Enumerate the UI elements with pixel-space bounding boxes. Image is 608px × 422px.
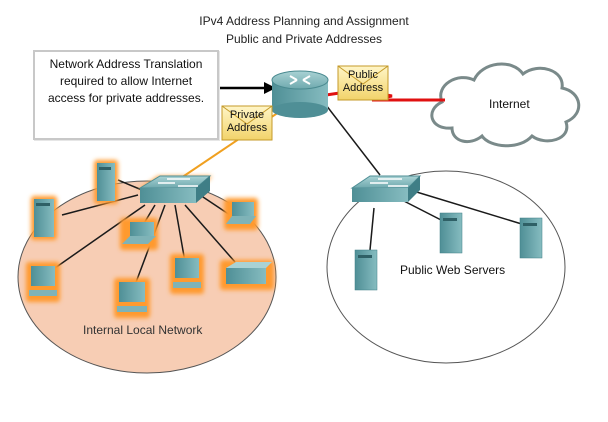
server-icon [94, 160, 118, 204]
desktop-pc-icon [114, 278, 150, 318]
laptop-icon [224, 198, 258, 230]
server-icon [354, 249, 378, 291]
internal-network-label: Internal Local Network [83, 323, 203, 337]
diagram-subtitle: Public and Private Addresses [225, 32, 383, 46]
internal-network-region [17, 180, 277, 374]
public-address-label: Public Address [338, 69, 388, 95]
desktop-pc-icon [170, 254, 204, 294]
arrow-head [264, 82, 276, 94]
public-servers-label: Public Web Servers [400, 263, 506, 277]
public-envelope-icon [337, 65, 389, 101]
desktop-pc-icon [26, 262, 60, 302]
envelope-line: Address [226, 122, 268, 134]
callout-line: required to allow Internet [59, 74, 193, 88]
callout-line: access for private addresses. [47, 91, 205, 105]
callout-text: Network Address Translation required to … [36, 56, 216, 107]
public-switch-icon [350, 175, 422, 202]
internet-label: Internet [489, 97, 530, 111]
lan-switch-icon [138, 175, 212, 203]
server-icon [31, 196, 57, 240]
private-envelope-icon [221, 105, 273, 141]
callout-line: Network Address Translation [49, 57, 203, 71]
private-address-label: Private Address [222, 109, 272, 135]
diagram-title: IPv4 Address Planning and Assignment [199, 14, 409, 28]
server-icon [439, 212, 463, 254]
callout-box [33, 50, 219, 140]
envelope-line: Public [348, 69, 378, 81]
internet-cloud [430, 62, 581, 148]
router-icon [271, 70, 329, 118]
envelope-line: Address [342, 82, 384, 94]
server-icon [519, 217, 543, 259]
printer-icon [220, 260, 274, 290]
laptop-icon [120, 218, 158, 250]
envelope-line: Private [229, 109, 265, 121]
